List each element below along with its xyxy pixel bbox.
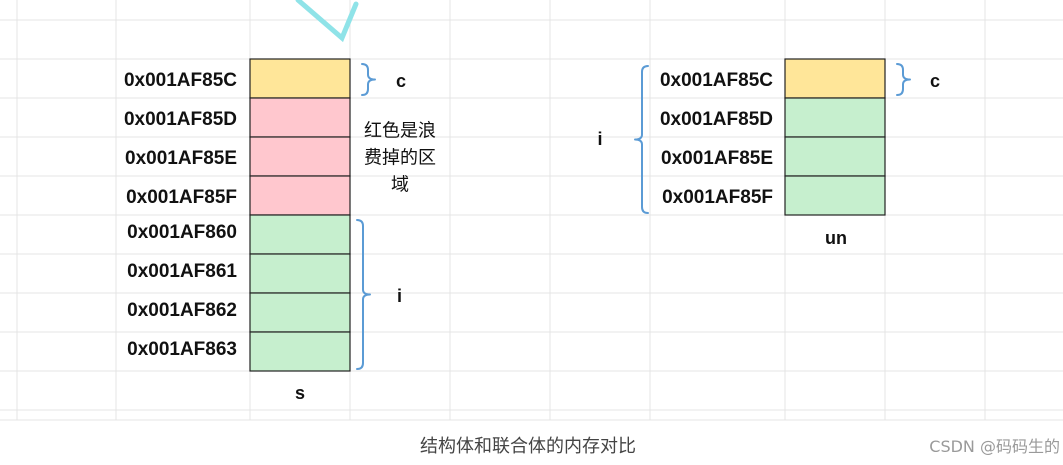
struct-memory-cell xyxy=(249,175,351,216)
struct-cell-address: 0x001AF862 xyxy=(127,300,237,321)
struct-char-brace xyxy=(361,63,376,96)
struct-char-member-label: c xyxy=(396,71,406,91)
struct-cell-address: 0x001AF85C xyxy=(124,70,237,91)
union-char-member-label: c xyxy=(930,71,940,91)
union-char-brace xyxy=(896,63,911,96)
struct-cell-address: 0x001AF861 xyxy=(127,261,237,282)
struct-memory-cell xyxy=(249,253,351,294)
union-int-brace xyxy=(634,65,649,214)
union-memory-cell xyxy=(784,175,886,216)
union-memory-layout: 0x001AF85C 0x001AF85D 0x001AF85E 0x001AF85F… xyxy=(597,58,940,248)
struct-memory-cell xyxy=(249,136,351,177)
struct-memory-cell xyxy=(249,97,351,138)
union-memory-cell xyxy=(784,58,886,99)
wasted-area-note-line: 红色是浪 xyxy=(364,121,436,142)
struct-cell-address: 0x001AF85D xyxy=(124,109,237,130)
watermark: CSDN @码码生的 xyxy=(929,437,1060,456)
background-grid xyxy=(0,0,1063,421)
union-int-member-label: i xyxy=(597,129,602,149)
union-cell-address: 0x001AF85F xyxy=(662,187,773,208)
struct-memory-layout: 0x001AF85C 0x001AF85D 0x001AF85E 0x001AF85F… xyxy=(124,58,436,403)
wasted-area-note-line: 域 xyxy=(391,175,409,196)
wasted-area-note-line: 费掉的区 xyxy=(364,148,436,169)
union-cell-address: 0x001AF85D xyxy=(660,109,773,130)
decorative-stroke xyxy=(295,0,359,43)
struct-memory-cell xyxy=(249,331,351,372)
struct-cell-address: 0x001AF85F xyxy=(126,187,237,208)
struct-memory-cell xyxy=(249,292,351,333)
struct-int-brace xyxy=(356,219,371,370)
struct-memory-cell xyxy=(249,214,351,255)
union-variable-label: un xyxy=(825,228,847,248)
struct-variable-label: s xyxy=(295,383,305,403)
union-memory-cell xyxy=(784,136,886,177)
struct-int-member-label: i xyxy=(397,286,402,306)
figure-caption: 结构体和联合体的内存对比 xyxy=(420,436,636,457)
struct-cell-address: 0x001AF85E xyxy=(125,148,237,169)
union-cell-address: 0x001AF85E xyxy=(661,148,773,169)
union-memory-cell xyxy=(784,97,886,138)
struct-cell-address: 0x001AF860 xyxy=(127,222,237,243)
union-cell-address: 0x001AF85C xyxy=(660,70,773,91)
struct-cell-address: 0x001AF863 xyxy=(127,339,237,360)
struct-memory-cell xyxy=(249,58,351,99)
